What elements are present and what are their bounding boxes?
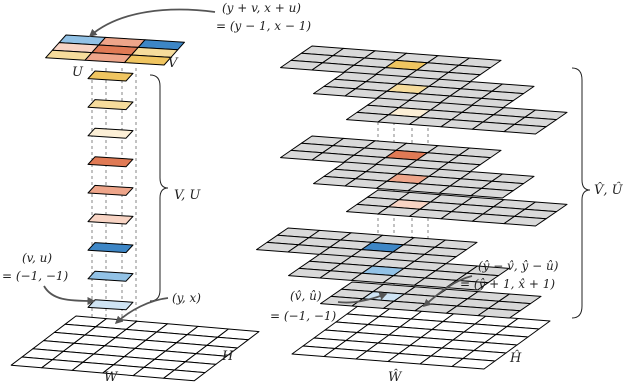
right-layer-stack	[256, 45, 568, 319]
left-stack-tile	[87, 299, 134, 311]
left-stack-tile	[87, 242, 134, 254]
right-layer-cell	[503, 123, 547, 135]
right-layer	[313, 161, 535, 199]
right-layer	[288, 253, 510, 291]
left-top-patch-cell	[84, 52, 132, 64]
left-bottom-grid	[10, 315, 260, 382]
left-stack-tile	[87, 270, 134, 282]
right-layer	[320, 281, 542, 319]
right-layer-cell	[470, 187, 514, 199]
right-diagram: V̂, Û (v̂, û) = (−1, −1) (ŷ − v̂, ŷ − û)…	[256, 45, 624, 385]
left-top-U-label: U	[72, 65, 84, 80]
left-top-patch-cell	[124, 54, 172, 66]
right-yx-line1: (ŷ − v̂, ŷ − û)	[478, 259, 559, 273]
right-grid-W-label: Ŵ	[388, 369, 403, 385]
left-stack-tile	[87, 99, 134, 111]
right-brace	[571, 67, 591, 319]
right-brace-label: V̂, Û	[594, 181, 624, 198]
left-vu-line1: (v, u)	[22, 251, 52, 265]
left-stack-tile	[87, 213, 134, 225]
right-layer-cell	[503, 215, 547, 227]
left-grid-cell	[163, 369, 206, 382]
right-layer-cell	[477, 307, 521, 319]
left-top-patch	[45, 34, 185, 66]
right-grid-cell	[451, 358, 496, 370]
left-stack-tile	[87, 156, 134, 168]
right-vu-line2: = (−1, −1)	[270, 309, 337, 323]
left-diagram: V, U (y + v, x + u) = (y − 1, x − 1) U V…	[2, 1, 311, 385]
left-yx-label: (y, x)	[172, 291, 201, 305]
left-grid-W-label: W	[104, 370, 119, 385]
right-layer	[346, 189, 568, 227]
left-vu-arrow	[43, 285, 96, 305]
left-brace	[149, 74, 169, 302]
left-stack-tile	[87, 127, 134, 139]
right-layer	[280, 45, 502, 83]
right-bottom-grid	[291, 305, 551, 370]
left-top-V-label: V	[168, 56, 179, 71]
left-top-patch-cell	[45, 49, 93, 61]
right-vu-arrow	[337, 292, 388, 304]
left-grid-H-label: H	[221, 349, 234, 364]
right-yx-arrow	[422, 275, 473, 307]
left-top-annotation-line1: (y + v, x + u)	[222, 1, 301, 15]
left-brace-label: V, U	[174, 188, 201, 203]
right-yx-line2: = (ŷ + 1, x̂ + 1)	[460, 277, 555, 291]
left-yx-arrow	[114, 297, 169, 325]
right-vu-line1: (v̂, û)	[290, 289, 322, 303]
right-layer	[346, 97, 568, 135]
left-top-annotation-line2: = (y − 1, x − 1)	[216, 19, 311, 33]
left-top-arrow	[88, 8, 216, 37]
left-stack-tile	[87, 184, 134, 196]
left-tile-stack	[87, 70, 134, 311]
right-grid-H-label: Ĥ	[509, 350, 522, 366]
left-stack-tile	[87, 70, 134, 82]
left-vu-line2: = (−1, −1)	[2, 269, 69, 283]
